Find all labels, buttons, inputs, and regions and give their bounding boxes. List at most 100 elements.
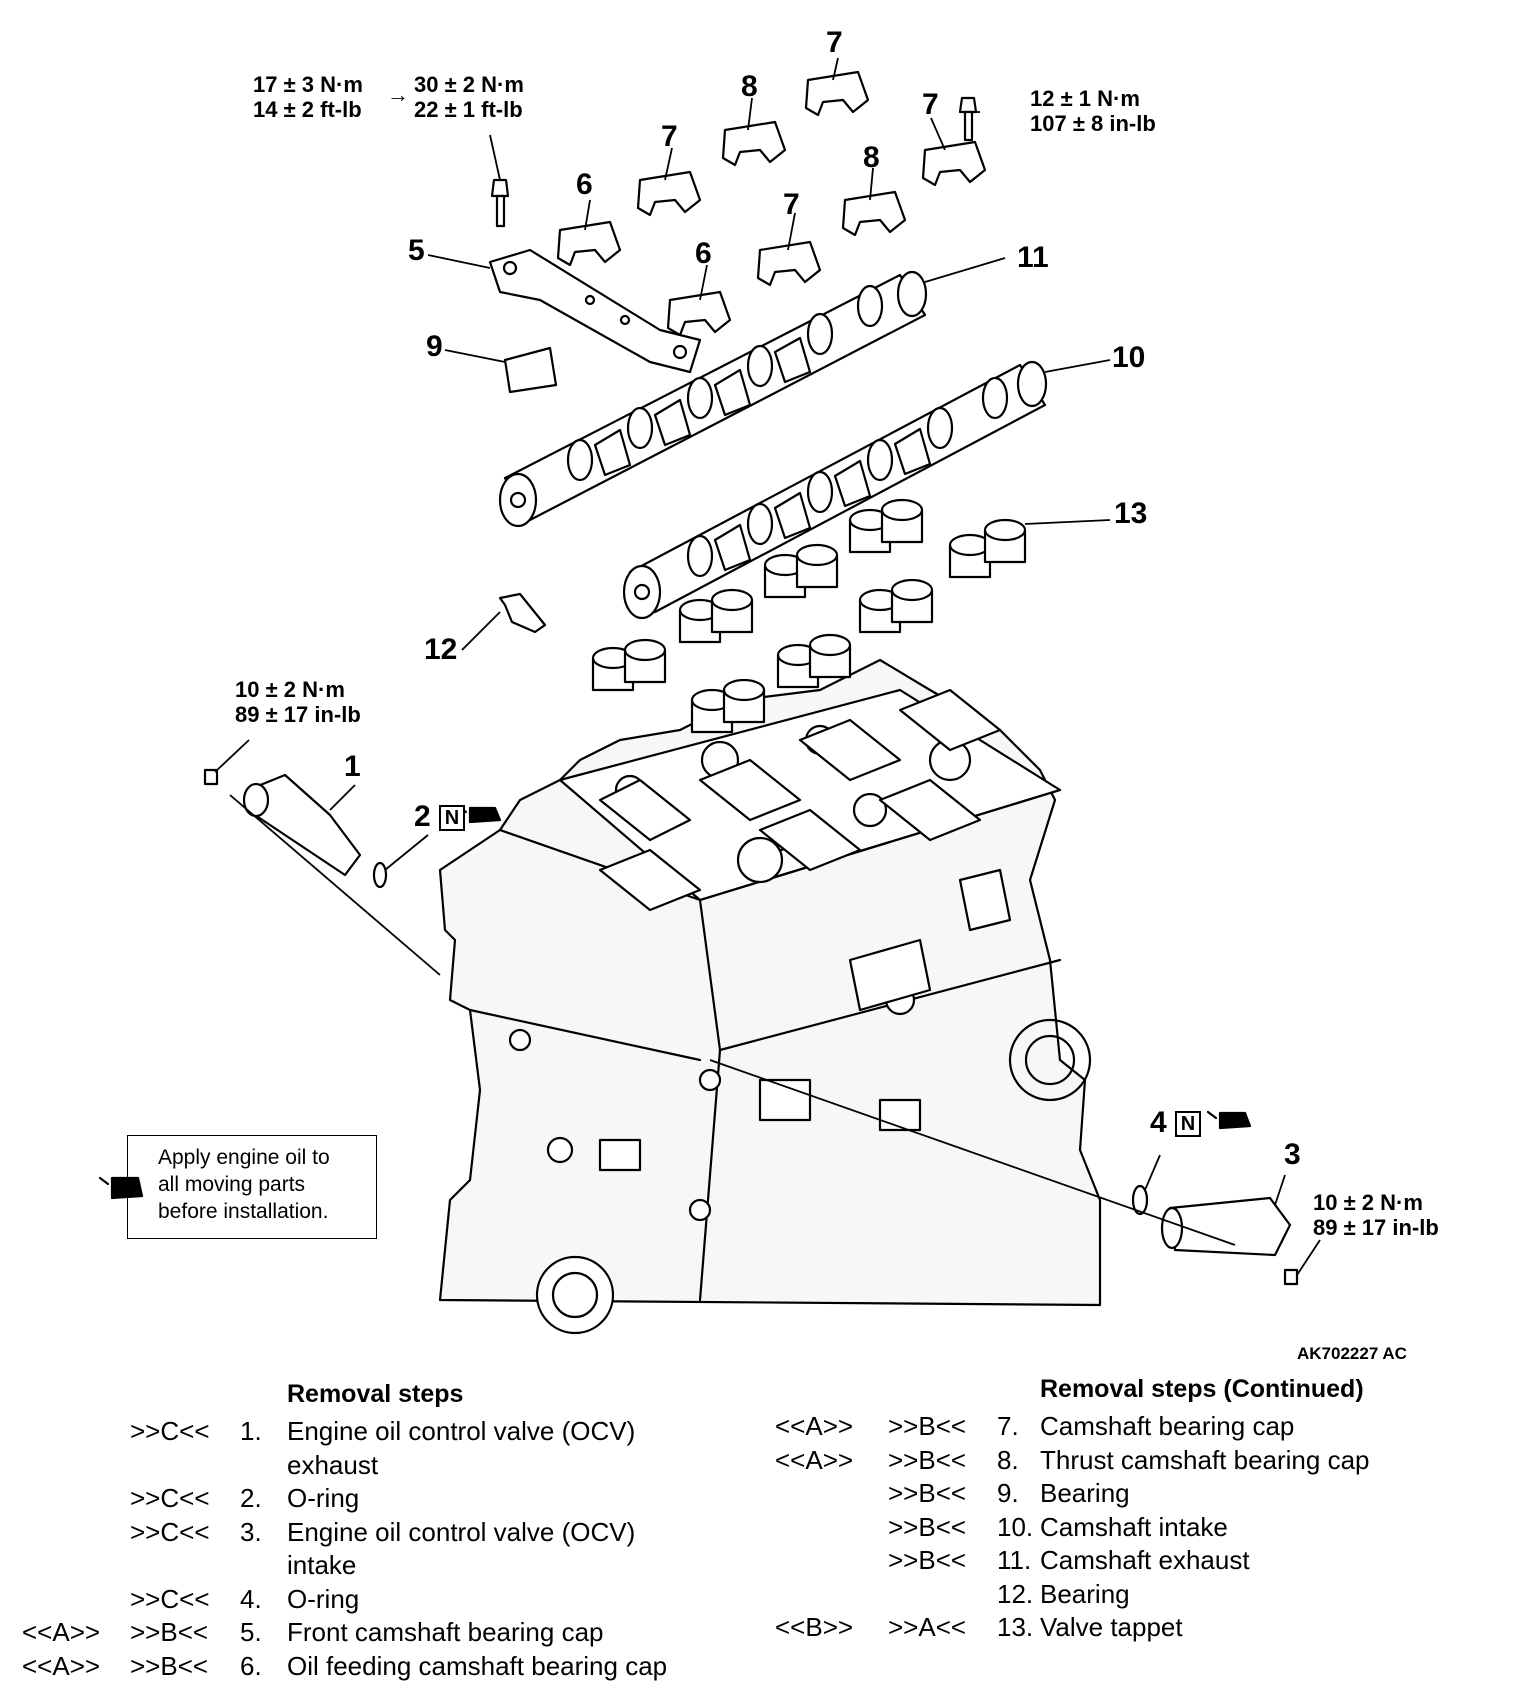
new-part-badge: N — [1175, 1111, 1202, 1138]
step-text: Camshaft bearing cap — [1040, 1411, 1295, 1441]
callout-7c: 7 — [783, 188, 800, 221]
bearing-cap-bolt — [490, 178, 510, 228]
step-ref-note: <<A>> — [775, 1411, 854, 1441]
step-ref-note: >>B<< — [130, 1617, 209, 1647]
callout-4: 4 N — [1150, 1106, 1202, 1139]
exploded-view-diagram — [98, 57, 1321, 1335]
exhaust-camshaft — [498, 270, 928, 528]
bearing-lower — [498, 592, 547, 634]
torque-ftlb: 22 ± 1 ft-lb — [414, 97, 523, 122]
ocv-intake — [1131, 1184, 1299, 1286]
step-ref-note: >>B<< — [130, 1650, 209, 1681]
note-line: Apply engine oil to — [158, 1146, 330, 1169]
callout-1: 1 — [344, 750, 361, 783]
step-number: 12. — [997, 1578, 1034, 1609]
step-ref-note: >>B<< — [888, 1444, 967, 1475]
step-ref-note: >>B<< — [888, 1411, 967, 1441]
callout-3: 3 — [1284, 1138, 1301, 1171]
callout-11: 11 — [1017, 241, 1049, 274]
step-ref-note: >>C<< — [130, 1416, 210, 1446]
step-text: Front camshaft bearing cap — [287, 1617, 604, 1647]
callout-6a: 6 — [576, 168, 593, 201]
callout-12: 12 — [424, 633, 458, 666]
step-text: Camshaft exhaust — [1040, 1545, 1250, 1575]
step-number: 8. — [997, 1444, 1019, 1475]
step-text: Thrust camshaft bearing cap — [1040, 1444, 1370, 1475]
torque-ocv-exhaust: 10 ± 2 N·m 89 ± 17 in-lb — [235, 677, 361, 727]
step-number: 13. — [997, 1612, 1034, 1642]
figure-id: AK702227 AC — [1297, 1344, 1407, 1363]
cylinder-head-block — [438, 658, 1102, 1335]
step-ref-note: >>B<< — [888, 1511, 967, 1542]
bearing-caps — [556, 70, 987, 337]
new-part-badge: N — [439, 805, 466, 832]
step-ref-note: <<B>> — [775, 1612, 854, 1642]
callout-4-number: 4 — [1150, 1106, 1167, 1139]
step-number: 11. — [997, 1545, 1032, 1575]
ocv-exhaust — [203, 768, 388, 889]
step-ref-note: >>B<< — [888, 1478, 967, 1508]
step-text: Bearing — [1040, 1578, 1130, 1609]
step-ref-note: >>C<< — [130, 1516, 210, 1547]
front-bearing-cap — [488, 248, 702, 374]
step-number: 7. — [997, 1411, 1019, 1441]
valve-tappets — [591, 498, 1027, 734]
torque-nm: 12 ± 1 N·m — [1030, 86, 1140, 111]
step-number: 6. — [240, 1650, 262, 1681]
note-text: Apply engine oil to all moving parts bef… — [158, 1144, 330, 1225]
callout-7b: 7 — [661, 120, 678, 153]
oil-note-box: Apply engine oil to all moving parts bef… — [127, 1135, 377, 1239]
torque-inlb: 89 ± 17 in-lb — [1313, 1215, 1439, 1240]
torque-nm: 30 ± 2 N·m — [414, 72, 524, 97]
callout-8a: 8 — [741, 70, 758, 103]
torque-ftlb: 14 ± 2 ft-lb — [253, 97, 362, 122]
step-number: 1. — [240, 1416, 262, 1446]
torque-nm: 17 ± 3 N·m — [253, 72, 363, 97]
callout-10: 10 — [1112, 341, 1146, 374]
step-ref-note: <<A>> — [775, 1444, 854, 1475]
step-ref-note: >>B<< — [888, 1545, 967, 1575]
torque-ocv-intake: 10 ± 2 N·m 89 ± 17 in-lb — [1313, 1190, 1439, 1240]
step-number: 4. — [240, 1583, 262, 1614]
torque-inlb: 89 ± 17 in-lb — [235, 702, 361, 727]
step-text: O-ring — [287, 1583, 360, 1614]
step-text: O-ring — [287, 1483, 360, 1513]
torque-nm: 10 ± 2 N·m — [235, 677, 345, 702]
step-number: 3. — [240, 1516, 262, 1547]
callout-7a: 7 — [826, 26, 843, 59]
bearing-upper — [503, 346, 558, 394]
step-text: Camshaft intake — [1040, 1511, 1228, 1542]
step-number: 2. — [240, 1483, 262, 1513]
callout-8b: 8 — [863, 141, 880, 174]
thrust-cap-bolt — [958, 96, 978, 142]
note-line: all moving parts — [158, 1173, 306, 1196]
callout-7d: 7 — [922, 88, 939, 121]
step-number: 10. — [997, 1511, 1034, 1542]
step-number: 5. — [240, 1617, 262, 1647]
step-number: 9. — [997, 1478, 1019, 1508]
step-ref-note: >>C<< — [130, 1483, 210, 1513]
torque-thrust-cap: 12 ± 1 N·m 107 ± 8 in-lb — [1030, 86, 1156, 136]
step-text: Oil feeding camshaft bearing cap — [287, 1650, 668, 1681]
callout-2-number: 2 — [414, 800, 431, 833]
callout-5: 5 — [408, 234, 425, 267]
callout-2: 2 N — [414, 800, 466, 833]
step-text: Engine oil control valve (OCV) — [287, 1416, 636, 1446]
torque-bearing-cap-initial: 17 ± 3 N·m 14 ± 2 ft-lb — [253, 72, 363, 122]
intake-camshaft — [622, 360, 1048, 620]
leader-lines — [214, 57, 1321, 1276]
step-text: Engine oil control valve (OCV) — [287, 1516, 636, 1547]
torque-bearing-cap-final: 30 ± 2 N·m 22 ± 1 ft-lb — [414, 72, 524, 122]
step-ref-note: <<A>> — [22, 1617, 101, 1647]
step-ref-note: <<A>> — [22, 1650, 101, 1681]
step-text: exhaust — [287, 1449, 379, 1480]
removal-steps-continued-title: Removal steps (Continued) — [1040, 1375, 1364, 1403]
callout-9: 9 — [426, 330, 443, 363]
step-ref-note: >>A<< — [888, 1612, 967, 1642]
callout-13: 13 — [1114, 497, 1148, 530]
torque-inlb: 107 ± 8 in-lb — [1030, 111, 1156, 136]
note-line: before installation. — [158, 1200, 329, 1223]
step-text: Bearing — [1040, 1478, 1130, 1508]
step-text: intake — [287, 1550, 357, 1580]
oil-can-icon-o-ring-4 — [1206, 1110, 1252, 1130]
